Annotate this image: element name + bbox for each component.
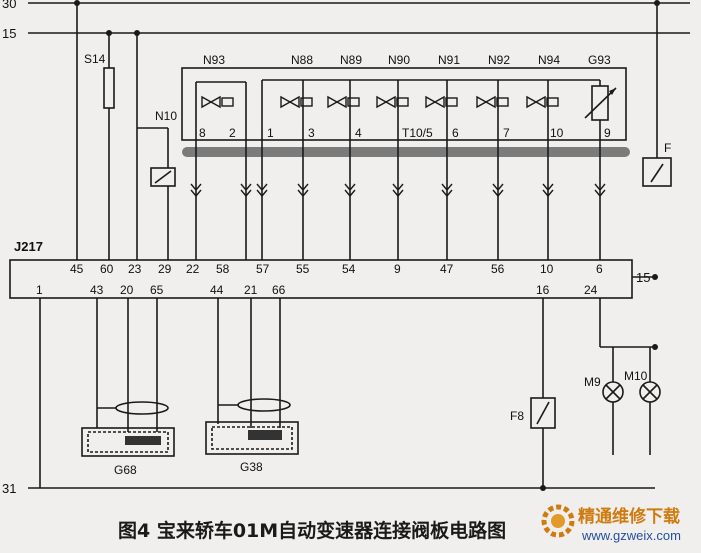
vb-pin-6: 6 [452, 126, 459, 140]
g68-shield [115, 401, 169, 415]
side-15-label: 15 [636, 270, 650, 285]
vb-pin-10: 10 [550, 126, 564, 140]
connector-band [182, 147, 630, 157]
j217-pin-21: 21 [244, 283, 258, 297]
valve-n90-symbol [376, 95, 409, 109]
valve-n91-symbol [425, 95, 458, 109]
j217-pin-6: 6 [596, 262, 603, 276]
lamp-m10-label: M10 [624, 369, 648, 383]
sensor-g38-body [205, 421, 299, 455]
controller-j217-box [9, 259, 633, 299]
switch-f8-label: F8 [510, 409, 524, 423]
valve-n89-symbol [327, 95, 360, 109]
valve-body-outline [181, 67, 627, 141]
vb-pin-8: 8 [199, 126, 206, 140]
j217-pin-29: 29 [158, 262, 172, 276]
comp-n88: N88 [291, 53, 313, 67]
rail-30-label: 30 [2, 0, 16, 11]
valve-n92-symbol [476, 95, 509, 109]
j217-pin-9: 9 [394, 262, 401, 276]
g38-shield [237, 398, 291, 412]
fuse-s14-body [103, 67, 115, 109]
relay-n10-label: N10 [155, 109, 177, 123]
switch-f-label: F [664, 141, 671, 155]
j217-pin-66: 66 [272, 283, 286, 297]
sensor-g68-body [81, 427, 175, 457]
comp-g93: G93 [588, 53, 611, 67]
vb-pin-4: 4 [355, 126, 362, 140]
comp-n90: N90 [388, 53, 410, 67]
j217-pin-43: 43 [90, 283, 104, 297]
j217-pin-65: 65 [150, 283, 164, 297]
j217-pin-44: 44 [210, 283, 224, 297]
valve-n88-symbol [280, 95, 313, 109]
rail-31-label: 31 [2, 481, 16, 496]
rail-15-label: 15 [2, 26, 16, 41]
j217-pin-47: 47 [440, 262, 454, 276]
valve-n93-symbol [201, 95, 234, 109]
j217-pin-56: 56 [491, 262, 505, 276]
j217-pin-10: 10 [540, 262, 554, 276]
vb-pin-9: 9 [604, 126, 611, 140]
vb-pin-1: 1 [267, 126, 274, 140]
vb-pin-2: 2 [229, 126, 236, 140]
relay-n10-coil [150, 167, 176, 187]
comp-n92: N92 [488, 53, 510, 67]
j217-pin-24: 24 [584, 283, 598, 297]
j217-pin-60: 60 [100, 262, 114, 276]
j217-pin-54: 54 [342, 262, 356, 276]
watermark-gear-icon [541, 504, 575, 538]
comp-n89: N89 [340, 53, 362, 67]
vb-pin-t10-5: T10/5 [402, 126, 433, 140]
j217-pin-45: 45 [70, 262, 84, 276]
sensor-g38-label: G38 [240, 460, 263, 474]
j217-pin-16: 16 [536, 283, 550, 297]
j217-pin-58: 58 [216, 262, 230, 276]
watermark-name: 精通维修下载 [578, 507, 680, 527]
j217-pin-1: 1 [36, 283, 43, 297]
sensor-g68-label: G68 [114, 463, 137, 477]
comp-n94: N94 [538, 53, 560, 67]
j217-pin-23: 23 [128, 262, 142, 276]
comp-n93: N93 [203, 53, 225, 67]
valve-n94-symbol [526, 95, 559, 109]
watermark-url: www.gzweix.com [582, 528, 681, 543]
vb-pin-3: 3 [308, 126, 315, 140]
vb-pin-7: 7 [503, 126, 510, 140]
j217-pin-57: 57 [256, 262, 270, 276]
j217-pin-55: 55 [296, 262, 310, 276]
lamp-m9-label: M9 [584, 375, 601, 389]
figure-caption: 图4 宝来轿车01M自动变速器连接阀板电路图 [118, 520, 507, 542]
j217-pin-22: 22 [186, 262, 200, 276]
switch-f-body [642, 157, 672, 187]
j217-pin-20: 20 [120, 283, 134, 297]
controller-name: J217 [14, 239, 43, 254]
comp-n91: N91 [438, 53, 460, 67]
fuse-s14-label: S14 [84, 52, 106, 66]
